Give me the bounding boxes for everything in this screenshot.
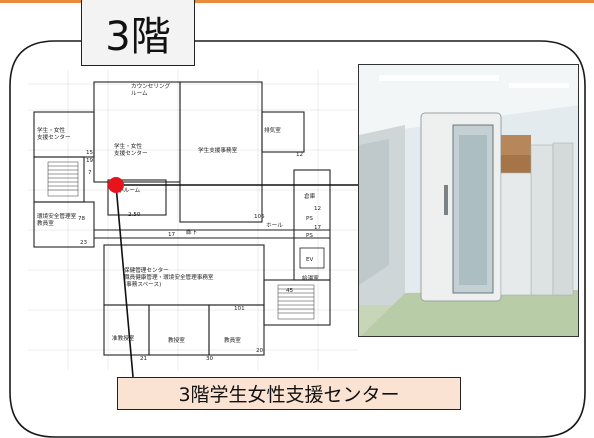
room-label-kitchen: 給湯室 — [302, 274, 319, 282]
room-label-ps1: PS — [306, 216, 313, 222]
floor-label: 3階 — [81, 0, 195, 66]
floor-plan: カウンセリングルーム 学生・女性支援センター 学生・女性支援センター 学生支援事… — [28, 70, 358, 370]
top-accent-rule — [0, 0, 594, 3]
plan-number: 12 — [296, 152, 303, 158]
elevator-box — [299, 247, 325, 269]
room-label-faculty-b: 教授室 — [168, 336, 185, 344]
plan-number: 45 — [286, 288, 294, 294]
plan-walls — [33, 81, 331, 356]
room-label-ps2: PS — [306, 233, 313, 239]
plan-number: 23 — [80, 240, 88, 246]
room-label-faculty-a: 准教授室 — [112, 334, 135, 342]
plan-number: 105 — [254, 214, 265, 220]
plan-numbers: 15 19 12 7 17 105 17 12 2.50 78 23 101 4… — [78, 150, 322, 362]
photo-illustration — [359, 65, 578, 336]
plan-number: 78 — [78, 216, 86, 222]
plan-number: 15 — [86, 150, 94, 156]
plan-number: 2.50 — [128, 212, 141, 218]
plan-number: 30 — [206, 356, 214, 362]
plan-number: 21 — [140, 356, 148, 362]
location-photo — [358, 64, 579, 337]
room-label-counseling: カウンセリングルーム — [131, 82, 171, 97]
leader-line-to-caption — [115, 184, 134, 378]
room-label-storage: 倉庫 — [304, 192, 316, 200]
location-caption: 3階学生女性支援センター — [117, 377, 461, 410]
room-label-faculty-c: 教員室 — [224, 336, 241, 344]
room-label-hall: ホール — [266, 222, 283, 229]
room-label-elevator: EV — [306, 257, 314, 263]
plan-number: 101 — [234, 306, 245, 312]
plan-stairs — [47, 161, 315, 320]
room-label-student-women-center: 学生・女性支援センター — [114, 142, 148, 157]
plan-number: 7 — [88, 170, 92, 176]
plan-number: 19 — [86, 158, 94, 164]
room-label-small-room: 小ルーム — [118, 186, 141, 194]
room-labels: カウンセリングルーム 学生・女性支援センター 学生・女性支援センター 学生支援事… — [37, 82, 319, 344]
plan-number: 20 — [256, 348, 264, 354]
plan-number: 17 — [314, 225, 322, 231]
room-label-student-support: 学生・女性支援センター — [37, 126, 71, 141]
room-label-safety-management: 環境安全管理室教員室 — [37, 212, 77, 227]
room-label-health-center: 保健管理センター職員健康管理・環境安全管理事務室(事務スペース) — [124, 266, 214, 288]
plan-number: 17 — [168, 232, 176, 238]
room-label-pipe-space: 排気室 — [264, 126, 281, 134]
room-label-student-office: 学生支援事務室 — [198, 146, 238, 154]
room-label-corridor: 廊下 — [186, 228, 198, 236]
location-marker — [108, 177, 124, 193]
plan-number: 12 — [314, 206, 321, 212]
